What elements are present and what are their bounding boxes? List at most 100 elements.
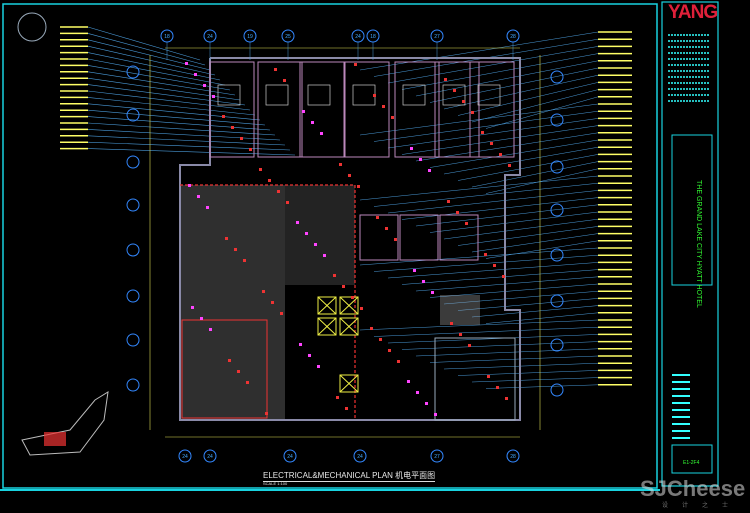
electrical-device-icon — [320, 132, 323, 135]
leader-line-right — [443, 218, 599, 240]
grid-label-top: 25 — [285, 34, 291, 40]
leader-line-right — [373, 326, 599, 337]
grid-bubble-left — [126, 289, 140, 303]
grid-bubble — [160, 29, 174, 43]
electrical-device-icon — [296, 221, 299, 224]
grid-label-bottom: 27 — [434, 454, 440, 460]
grid-label-bottom: 24 — [182, 454, 188, 460]
leader-line-right — [415, 276, 599, 292]
electrical-device-icon — [416, 391, 419, 394]
grid-label-top: 18 — [164, 34, 170, 40]
grid-bubble-right — [550, 338, 564, 352]
electrical-device-icon — [286, 201, 289, 204]
leader-line-right — [471, 161, 599, 188]
electrical-device-icon — [484, 253, 487, 256]
electrical-device-icon — [391, 116, 394, 119]
grid-label-top: 27 — [434, 34, 440, 40]
elevator — [339, 317, 359, 336]
bed — [307, 84, 331, 106]
bed — [265, 84, 289, 106]
leader-line-right — [387, 190, 599, 214]
electrical-device-icon — [271, 301, 274, 304]
room — [434, 337, 516, 421]
grid-bubble-left — [126, 155, 140, 169]
electrical-device-icon — [385, 227, 388, 230]
electrical-device-icon — [450, 322, 453, 325]
elevator — [317, 296, 337, 315]
bed — [442, 84, 466, 106]
leader-line-left — [87, 116, 271, 131]
leader-line-left — [87, 135, 286, 146]
leader-line-right — [359, 319, 599, 331]
electrical-device-icon — [299, 343, 302, 346]
electrical-device-icon — [342, 285, 345, 288]
leader-line-right — [415, 204, 599, 227]
drawing-title: ELECTRICAL&MECHANICAL PLAN 机电平面图 — [263, 471, 436, 482]
hatched-area — [180, 185, 285, 420]
leader-line-right — [485, 384, 599, 389]
electrical-device-icon — [268, 179, 271, 182]
leader-line-right — [457, 82, 599, 116]
grid-bubble-left — [126, 378, 140, 392]
grid-bubble — [351, 29, 365, 43]
guest-room — [257, 61, 303, 158]
grid-bubble-left — [126, 198, 140, 212]
elevator — [339, 374, 359, 393]
electrical-device-icon — [465, 222, 468, 225]
leader-line-left — [87, 77, 241, 101]
electrical-device-icon — [191, 306, 194, 309]
leader-line-left — [87, 103, 261, 121]
electrical-device-icon — [262, 290, 265, 293]
grid-label-top: 19 — [247, 34, 253, 40]
leader-line-left — [87, 58, 226, 86]
grid-bubble — [430, 449, 444, 463]
leader-line-left — [87, 71, 236, 96]
leader-line-left — [87, 39, 211, 71]
electrical-device-icon — [351, 296, 354, 299]
leader-line-left — [87, 45, 216, 76]
leader-line-left — [87, 26, 201, 61]
leader-line-right — [359, 31, 599, 71]
electrical-device-icon — [434, 413, 437, 416]
electrical-device-icon — [339, 163, 342, 166]
leader-line-right — [401, 269, 599, 285]
electrical-device-icon — [459, 333, 462, 336]
grid-bubble — [353, 449, 367, 463]
electrical-device-icon — [453, 89, 456, 92]
elevator-x — [339, 374, 359, 393]
electrical-device-icon — [508, 164, 511, 167]
grid-bubble-right — [550, 383, 564, 397]
electrical-device-icon — [314, 243, 317, 246]
electrical-device-icon — [222, 115, 225, 118]
red-boundary — [180, 184, 356, 420]
hatched-area — [285, 185, 355, 285]
grid-bubble-left — [126, 65, 140, 79]
leader-line-right — [415, 60, 599, 97]
leader-line-right — [401, 197, 599, 220]
stair — [440, 295, 480, 325]
leader-line-right — [485, 96, 599, 129]
grid-bubble — [243, 29, 257, 43]
bed — [217, 84, 241, 106]
electrical-device-icon — [200, 317, 203, 320]
elevator — [339, 296, 359, 315]
electrical-device-icon — [462, 100, 465, 103]
firm-logo: YANG — [668, 2, 718, 23]
grid-label-bottom: 24 — [287, 454, 293, 460]
watermark-sub: 设计之士 — [662, 503, 743, 509]
electrical-device-icon — [212, 95, 215, 98]
electrical-device-icon — [419, 158, 422, 161]
electrical-device-icon — [388, 349, 391, 352]
leader-line-right — [373, 254, 599, 272]
grid-bubble-right — [550, 160, 564, 174]
title-block-frame — [661, 1, 719, 487]
electrical-device-icon — [209, 328, 212, 331]
electrical-device-icon — [323, 254, 326, 257]
electrical-device-icon — [246, 381, 249, 384]
leader-line-right — [457, 370, 599, 376]
leader-line-right — [429, 355, 599, 363]
key-plan — [21, 391, 109, 456]
grid-bubble — [203, 449, 217, 463]
